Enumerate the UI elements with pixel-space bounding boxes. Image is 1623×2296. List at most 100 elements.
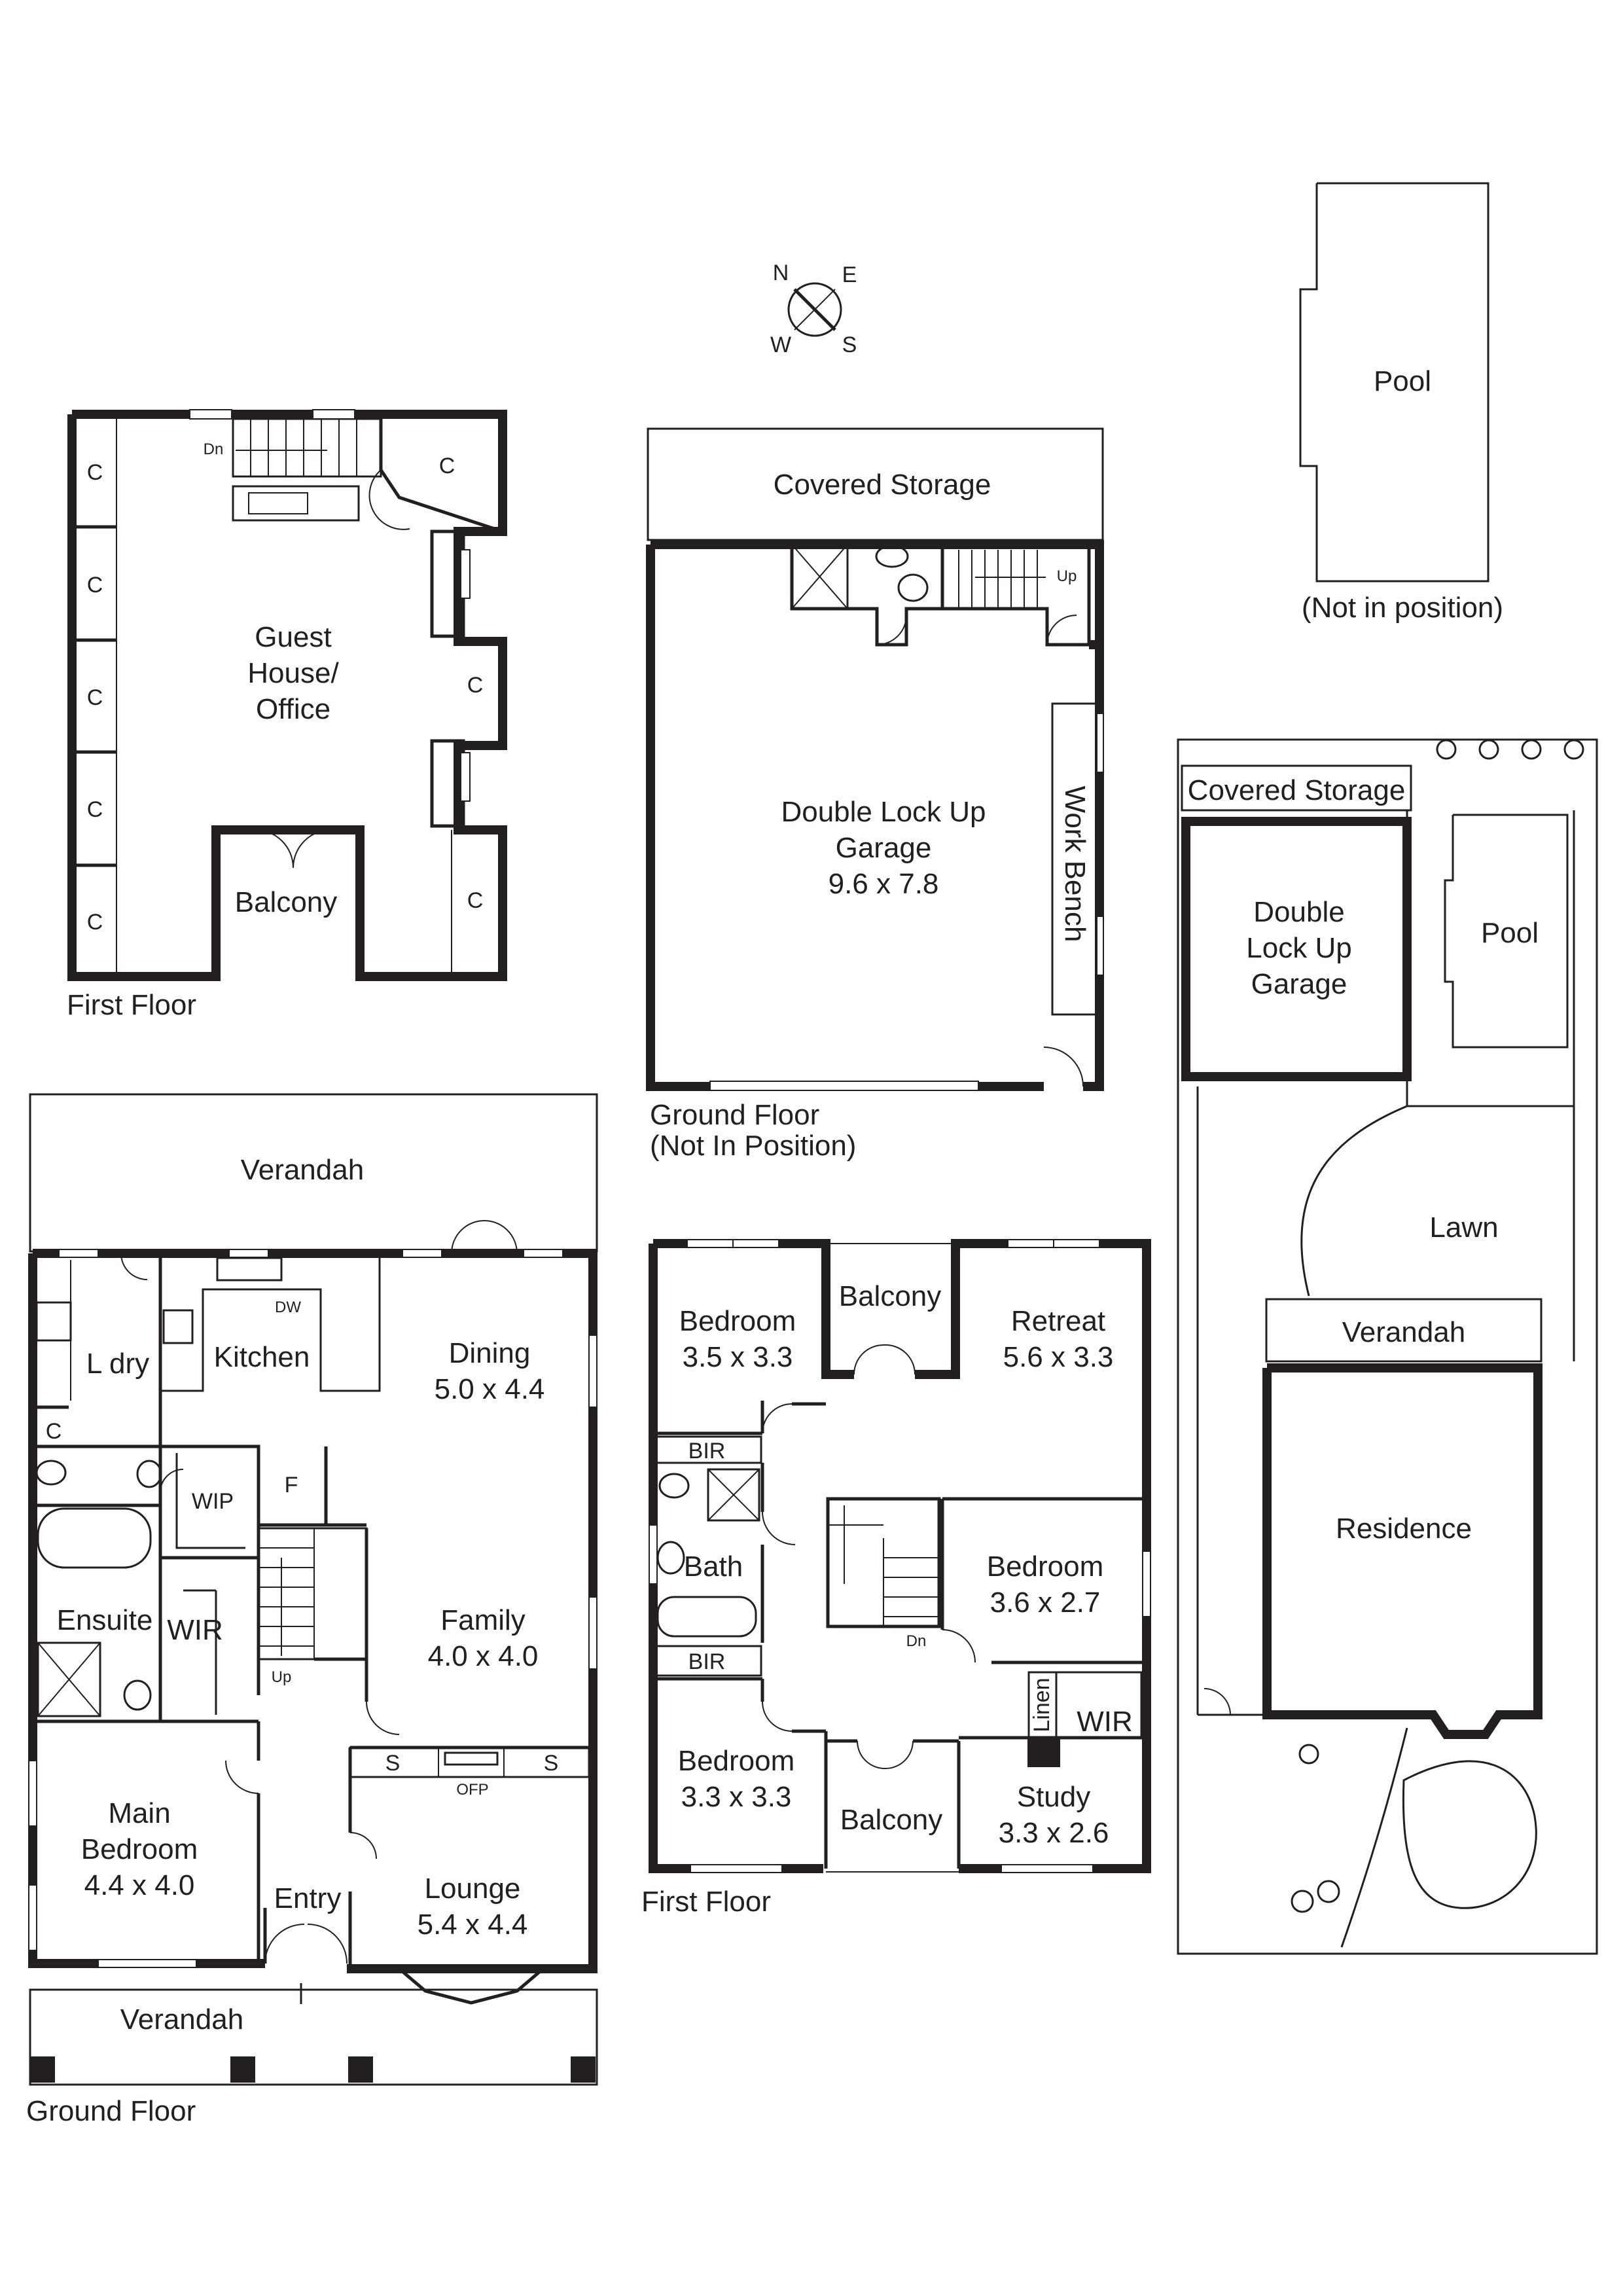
garage-block-plan: Covered Storage Up Work Bench Double Loc… <box>646 427 1104 1162</box>
compass-n: N <box>773 260 789 285</box>
compass-ring <box>787 282 842 337</box>
site-verandah-label: Verandah <box>1342 1316 1465 1348</box>
site-pool <box>1444 814 1569 1049</box>
main-bedroom-line-1: Main <box>108 1797 170 1829</box>
dishwasher-label: DW <box>275 1299 301 1316</box>
cupboard-3: C <box>87 685 103 710</box>
linen-label: Linen <box>1029 1677 1054 1732</box>
dining-line-2: 5.0 x 4.4 <box>435 1373 545 1405</box>
compass-e: E <box>842 262 857 287</box>
family-line-1: Family <box>440 1604 526 1636</box>
first-stair-dn: Dn <box>906 1632 927 1650</box>
site-garage-line-1: Double <box>1253 896 1344 928</box>
first-bath-tub <box>656 1596 757 1638</box>
pool-detached: Pool (Not in position) <box>1299 182 1503 624</box>
wip-label: WIP <box>192 1489 234 1514</box>
site-residence-label: Residence <box>1336 1513 1472 1545</box>
balcony-top-label: Balcony <box>839 1280 942 1312</box>
guest-house-caption: First Floor <box>67 989 196 1021</box>
cupboard-2: C <box>87 573 103 598</box>
bath-label: Bath <box>684 1551 743 1583</box>
ground-stair-up: Up <box>272 1668 292 1686</box>
site-covered-storage-label: Covered Storage <box>1188 774 1406 806</box>
site-boundary <box>1177 738 1598 1955</box>
lawn-curve <box>1300 1105 1408 1297</box>
bedroom1-line-1: Bedroom <box>679 1305 796 1337</box>
bench <box>232 485 360 522</box>
bedroom1-line-2: 3.5 x 3.3 <box>683 1341 793 1373</box>
pool-label: Pool <box>1374 365 1431 397</box>
work-bench <box>1051 702 1099 1016</box>
retreat-line-2: 5.6 x 3.3 <box>1003 1341 1114 1373</box>
stair-dn: Dn <box>204 440 224 458</box>
ground-floor-caption: Ground Floor <box>26 2095 196 2127</box>
site-garden-bed <box>1402 1760 1537 1909</box>
site-pool-label: Pool <box>1481 917 1539 949</box>
cupboard-7: C <box>467 673 484 698</box>
site-plan: Covered Storage Double Lock Up Garage Po… <box>1177 738 1598 1955</box>
bedroom2-line-2: 3.6 x 2.7 <box>990 1587 1101 1619</box>
bir-bottom-label: BIR <box>688 1649 726 1674</box>
guest-house-line-2: House/ <box>247 657 339 689</box>
verandah-bottom-label: Verandah <box>120 2003 243 2036</box>
family-line-2: 4.0 x 4.0 <box>428 1640 539 1672</box>
lawn-label: Lawn <box>1429 1211 1498 1244</box>
work-bench-label: Work Bench <box>1059 786 1091 942</box>
guest-house-plan: C C C C C C C C Dn Balco <box>67 409 507 1021</box>
kitchen-label: Kitchen <box>214 1341 310 1373</box>
guest-house-walls <box>67 410 507 981</box>
garage-line-3: 9.6 x 7.8 <box>829 868 939 900</box>
cupboard-6: C <box>439 454 455 478</box>
bedroom3-line-2: 3.3 x 3.3 <box>681 1781 792 1813</box>
study-line-1: Study <box>1017 1781 1091 1813</box>
ground-wir-label: WIR <box>167 1614 223 1646</box>
main-bedroom-line-3: 4.4 x 4.0 <box>84 1869 195 1901</box>
garage-caption-1: Ground Floor <box>650 1099 819 1131</box>
dining-line-1: Dining <box>449 1337 531 1369</box>
cupboard-5: C <box>87 910 103 935</box>
compass-w: W <box>770 332 791 357</box>
pool-outline <box>1299 182 1489 583</box>
retreat-line-1: Retreat <box>1011 1305 1105 1337</box>
bath-tub <box>37 1507 152 1569</box>
fridge-label: F <box>285 1473 298 1498</box>
site-garage-line-3: Garage <box>1251 968 1347 1000</box>
guest-house-line-3: Office <box>256 693 330 725</box>
bedroom3-line-1: Bedroom <box>678 1745 795 1777</box>
site-verandah <box>1265 1298 1543 1363</box>
garage-line-2: Garage <box>836 832 932 864</box>
lounge-line-2: 5.4 x 4.4 <box>418 1909 528 1941</box>
pool-note: (Not in position) <box>1302 592 1503 624</box>
bedroom2-line-1: Bedroom <box>987 1551 1104 1583</box>
covered-storage-label: Covered Storage <box>774 469 991 501</box>
cupboard-4: C <box>87 797 103 822</box>
compass: N E W S <box>770 260 857 357</box>
verandah-top-label: Verandah <box>241 1154 364 1186</box>
garage-door <box>709 1081 979 1091</box>
balcony-label: Balcony <box>235 886 338 918</box>
first-floor-caption: First Floor <box>641 1886 771 1918</box>
balcony-bottom-label: Balcony <box>840 1804 943 1836</box>
stair <box>232 418 382 478</box>
garage-caption-2: (Not In Position) <box>650 1130 856 1162</box>
cupboard-8: C <box>467 888 484 913</box>
shelf-right: S <box>544 1751 559 1776</box>
kitchen-bench <box>159 1257 381 1392</box>
bay-window <box>398 1967 544 2005</box>
lounge-line-1: Lounge <box>425 1873 521 1905</box>
stair-up: Up <box>1057 567 1077 585</box>
shelf-left: S <box>385 1751 401 1776</box>
entry-label: Entry <box>274 1882 342 1914</box>
laundry-label: L dry <box>86 1348 149 1380</box>
laundry-cupboard: C <box>46 1419 62 1444</box>
site-covered-storage <box>1181 764 1412 812</box>
shower <box>791 543 849 610</box>
compass-cross <box>794 289 836 331</box>
garage-line-1: Double Lock Up <box>781 796 986 828</box>
first-floor-plan: Balcony Bedroom 3.5 x 3.3 Retreat 5.6 x … <box>641 1239 1151 1918</box>
site-garage-line-2: Lock Up <box>1246 932 1351 964</box>
site-residence <box>1262 1363 1543 1739</box>
study-line-2: 3.3 x 2.6 <box>999 1817 1109 1849</box>
first-wir-label: WIR <box>1077 1706 1133 1738</box>
